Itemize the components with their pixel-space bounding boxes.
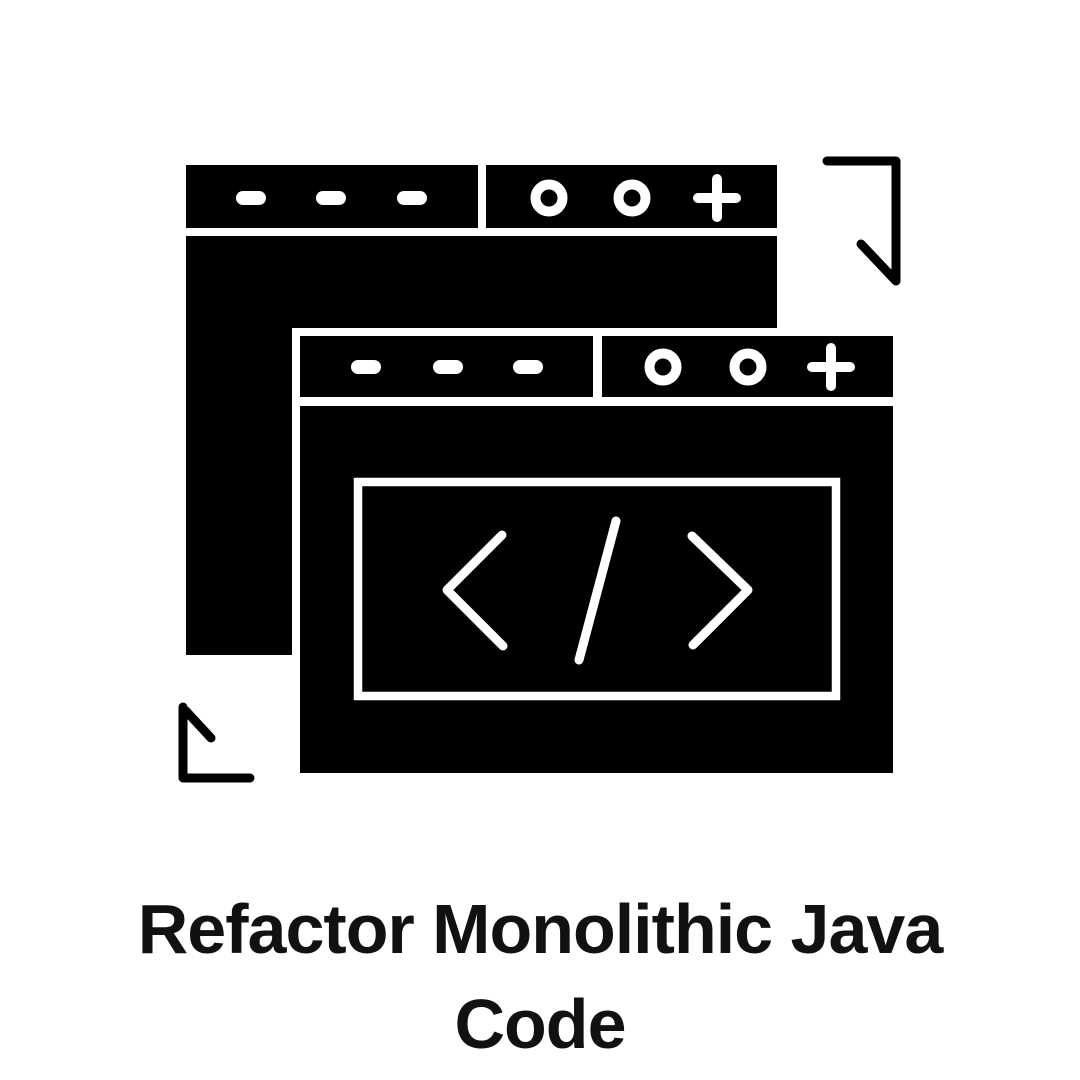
top-right-corner-mark-icon <box>822 156 901 286</box>
front-window-circle-buttons-icon <box>644 348 767 386</box>
back-window-circle-buttons-icon <box>530 179 651 217</box>
dash-icon <box>236 191 266 205</box>
code-content-box <box>353 477 841 701</box>
circle-button-icon <box>644 348 682 386</box>
circle-button-icon <box>613 179 651 217</box>
caption-line-1: Refactor Monolithic Java <box>137 890 944 968</box>
caption-line-2: Code <box>454 985 627 1063</box>
dash-icon <box>433 360 463 374</box>
right-angle-bracket-icon <box>687 531 753 650</box>
bottom-left-corner-mark-icon <box>178 702 255 783</box>
left-angle-bracket-icon <box>442 530 508 651</box>
slash-icon <box>574 516 621 665</box>
dash-icon <box>397 191 427 205</box>
circle-button-icon <box>729 348 767 386</box>
back-window-menu-dashes-icon <box>236 191 427 205</box>
caption: Refactor Monolithic Java Code <box>0 882 1080 1072</box>
resize-corner-marks <box>178 156 901 783</box>
front-window-menu-dashes-icon <box>351 360 543 374</box>
back-window-plus-button-icon <box>693 174 741 222</box>
circle-button-icon <box>530 179 568 217</box>
dash-icon <box>351 360 381 374</box>
front-window-plus-button-icon <box>807 343 855 391</box>
front-browser-window <box>300 336 893 773</box>
code-tag-glyph-icon <box>442 516 753 665</box>
dash-icon <box>316 191 346 205</box>
dash-icon <box>513 360 543 374</box>
